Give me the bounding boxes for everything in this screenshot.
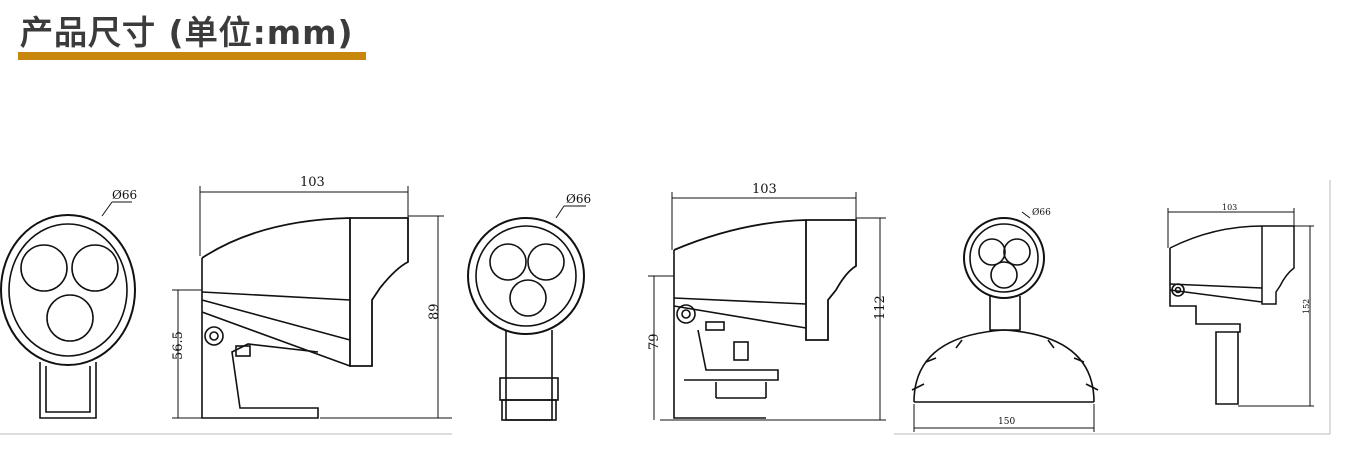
length-label-3: 103: [1222, 203, 1237, 212]
side-view-3: 103 152: [1167, 203, 1314, 407]
front-view-2: Ø66: [467, 192, 591, 421]
height-label-2: 112: [873, 295, 888, 320]
page-title: 产品尺寸 (单位:mm): [20, 13, 354, 52]
height-label-1: 89: [427, 303, 442, 320]
diameter-label-2: Ø66: [566, 192, 591, 206]
span-label-3: 150: [998, 417, 1015, 427]
diameter-label-1: Ø66: [112, 188, 137, 202]
length-label-2: 103: [752, 182, 777, 197]
front-view-1: Ø66: [0, 188, 137, 419]
title-underline: [18, 52, 366, 60]
diameter-label-3: Ø66: [1032, 207, 1051, 218]
side-view-1: 103 89 56.5: [171, 175, 452, 419]
mount-height-label-1: 56.5: [171, 331, 186, 360]
front-view-3: Ø66 150: [911, 207, 1099, 432]
mount-height-label-2: 79: [647, 333, 662, 350]
height-label-3: 152: [1302, 299, 1311, 314]
side-view-2: 103 112 79: [647, 182, 888, 421]
length-label-1: 103: [300, 175, 325, 190]
